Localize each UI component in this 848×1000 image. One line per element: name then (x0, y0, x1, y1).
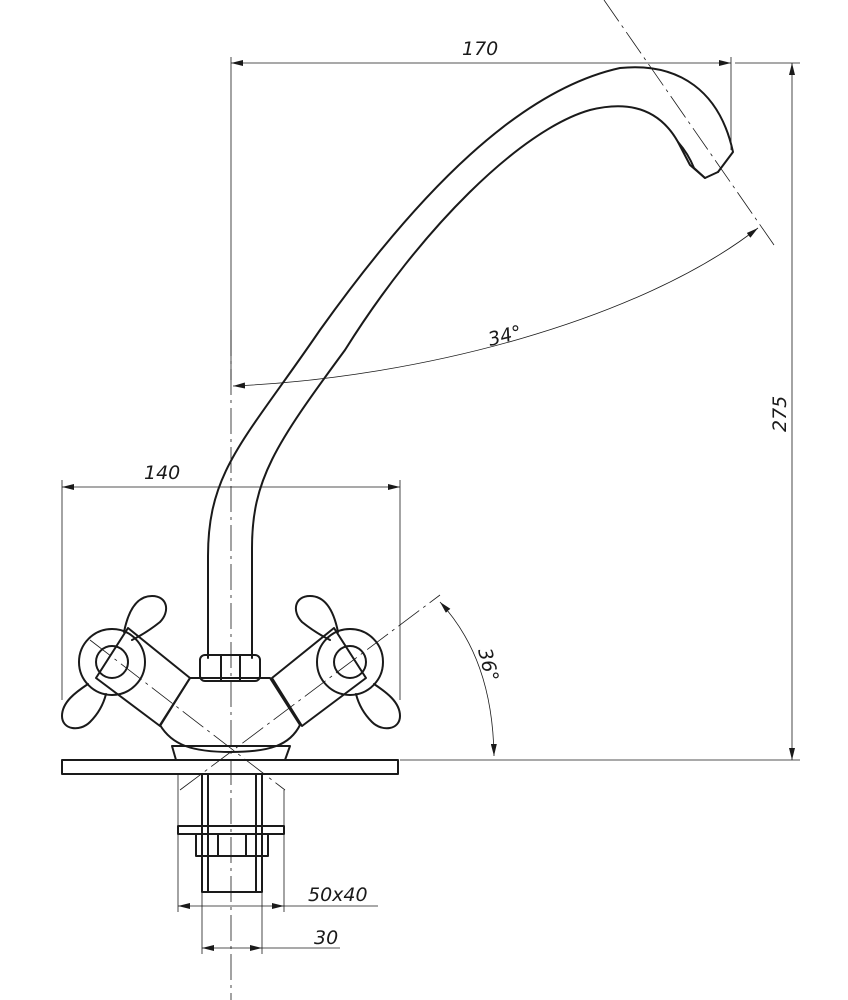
dim-mount-flange-label: 50x40 (308, 884, 368, 906)
right-handle-axis (179, 594, 441, 791)
spout-outer-outline (207, 66, 734, 659)
dimension-handle-span: 140 (61, 462, 401, 700)
center-lines (89, 0, 775, 1000)
mounting-assembly (61, 759, 399, 893)
dim-spout-angle-label: 34° (486, 321, 524, 350)
mounting-nut (195, 833, 269, 857)
dim-overall-width-label: 170 (462, 38, 498, 60)
left-handle-hub (78, 628, 146, 696)
dimension-overall-height: 275 (400, 62, 800, 761)
spout-tip-centerline (603, 0, 775, 246)
right-valve-handle (271, 595, 401, 730)
left-handle-axis (89, 639, 286, 791)
spout-nozzle-tip (677, 141, 706, 179)
dimension-spout-angle: 34° (232, 227, 759, 389)
left-handle-arm-bottom (61, 683, 107, 730)
spout (207, 66, 734, 659)
right-valve-housing (271, 627, 367, 727)
dim-handle-span-label: 140 (144, 462, 180, 484)
right-handle-arm-top (294, 595, 339, 641)
dimension-shank-diameter: 30 (201, 892, 340, 954)
right-handle-center-cap (333, 645, 367, 679)
right-handle-arm-bottom (355, 683, 401, 730)
deck-plate (61, 759, 399, 775)
dimension-overall-width: 170 (230, 38, 732, 380)
dim-handle-angle-label: 36° (473, 646, 502, 684)
spout-inner-outline (251, 105, 719, 659)
left-handle-arm-top (123, 595, 168, 641)
dimension-mount-flange: 50x40 (177, 774, 378, 912)
left-valve-handle (61, 595, 191, 730)
left-handle-center-cap (95, 645, 129, 679)
left-valve-housing (95, 627, 191, 727)
dim-overall-height-label: 275 (769, 396, 791, 432)
right-handle-hub (316, 628, 384, 696)
spout-cap-nut (199, 654, 261, 682)
dimension-handle-angle: 36° (439, 601, 503, 757)
mixer-body-outline (159, 677, 301, 753)
dim-shank-diameter-label: 30 (314, 927, 338, 949)
